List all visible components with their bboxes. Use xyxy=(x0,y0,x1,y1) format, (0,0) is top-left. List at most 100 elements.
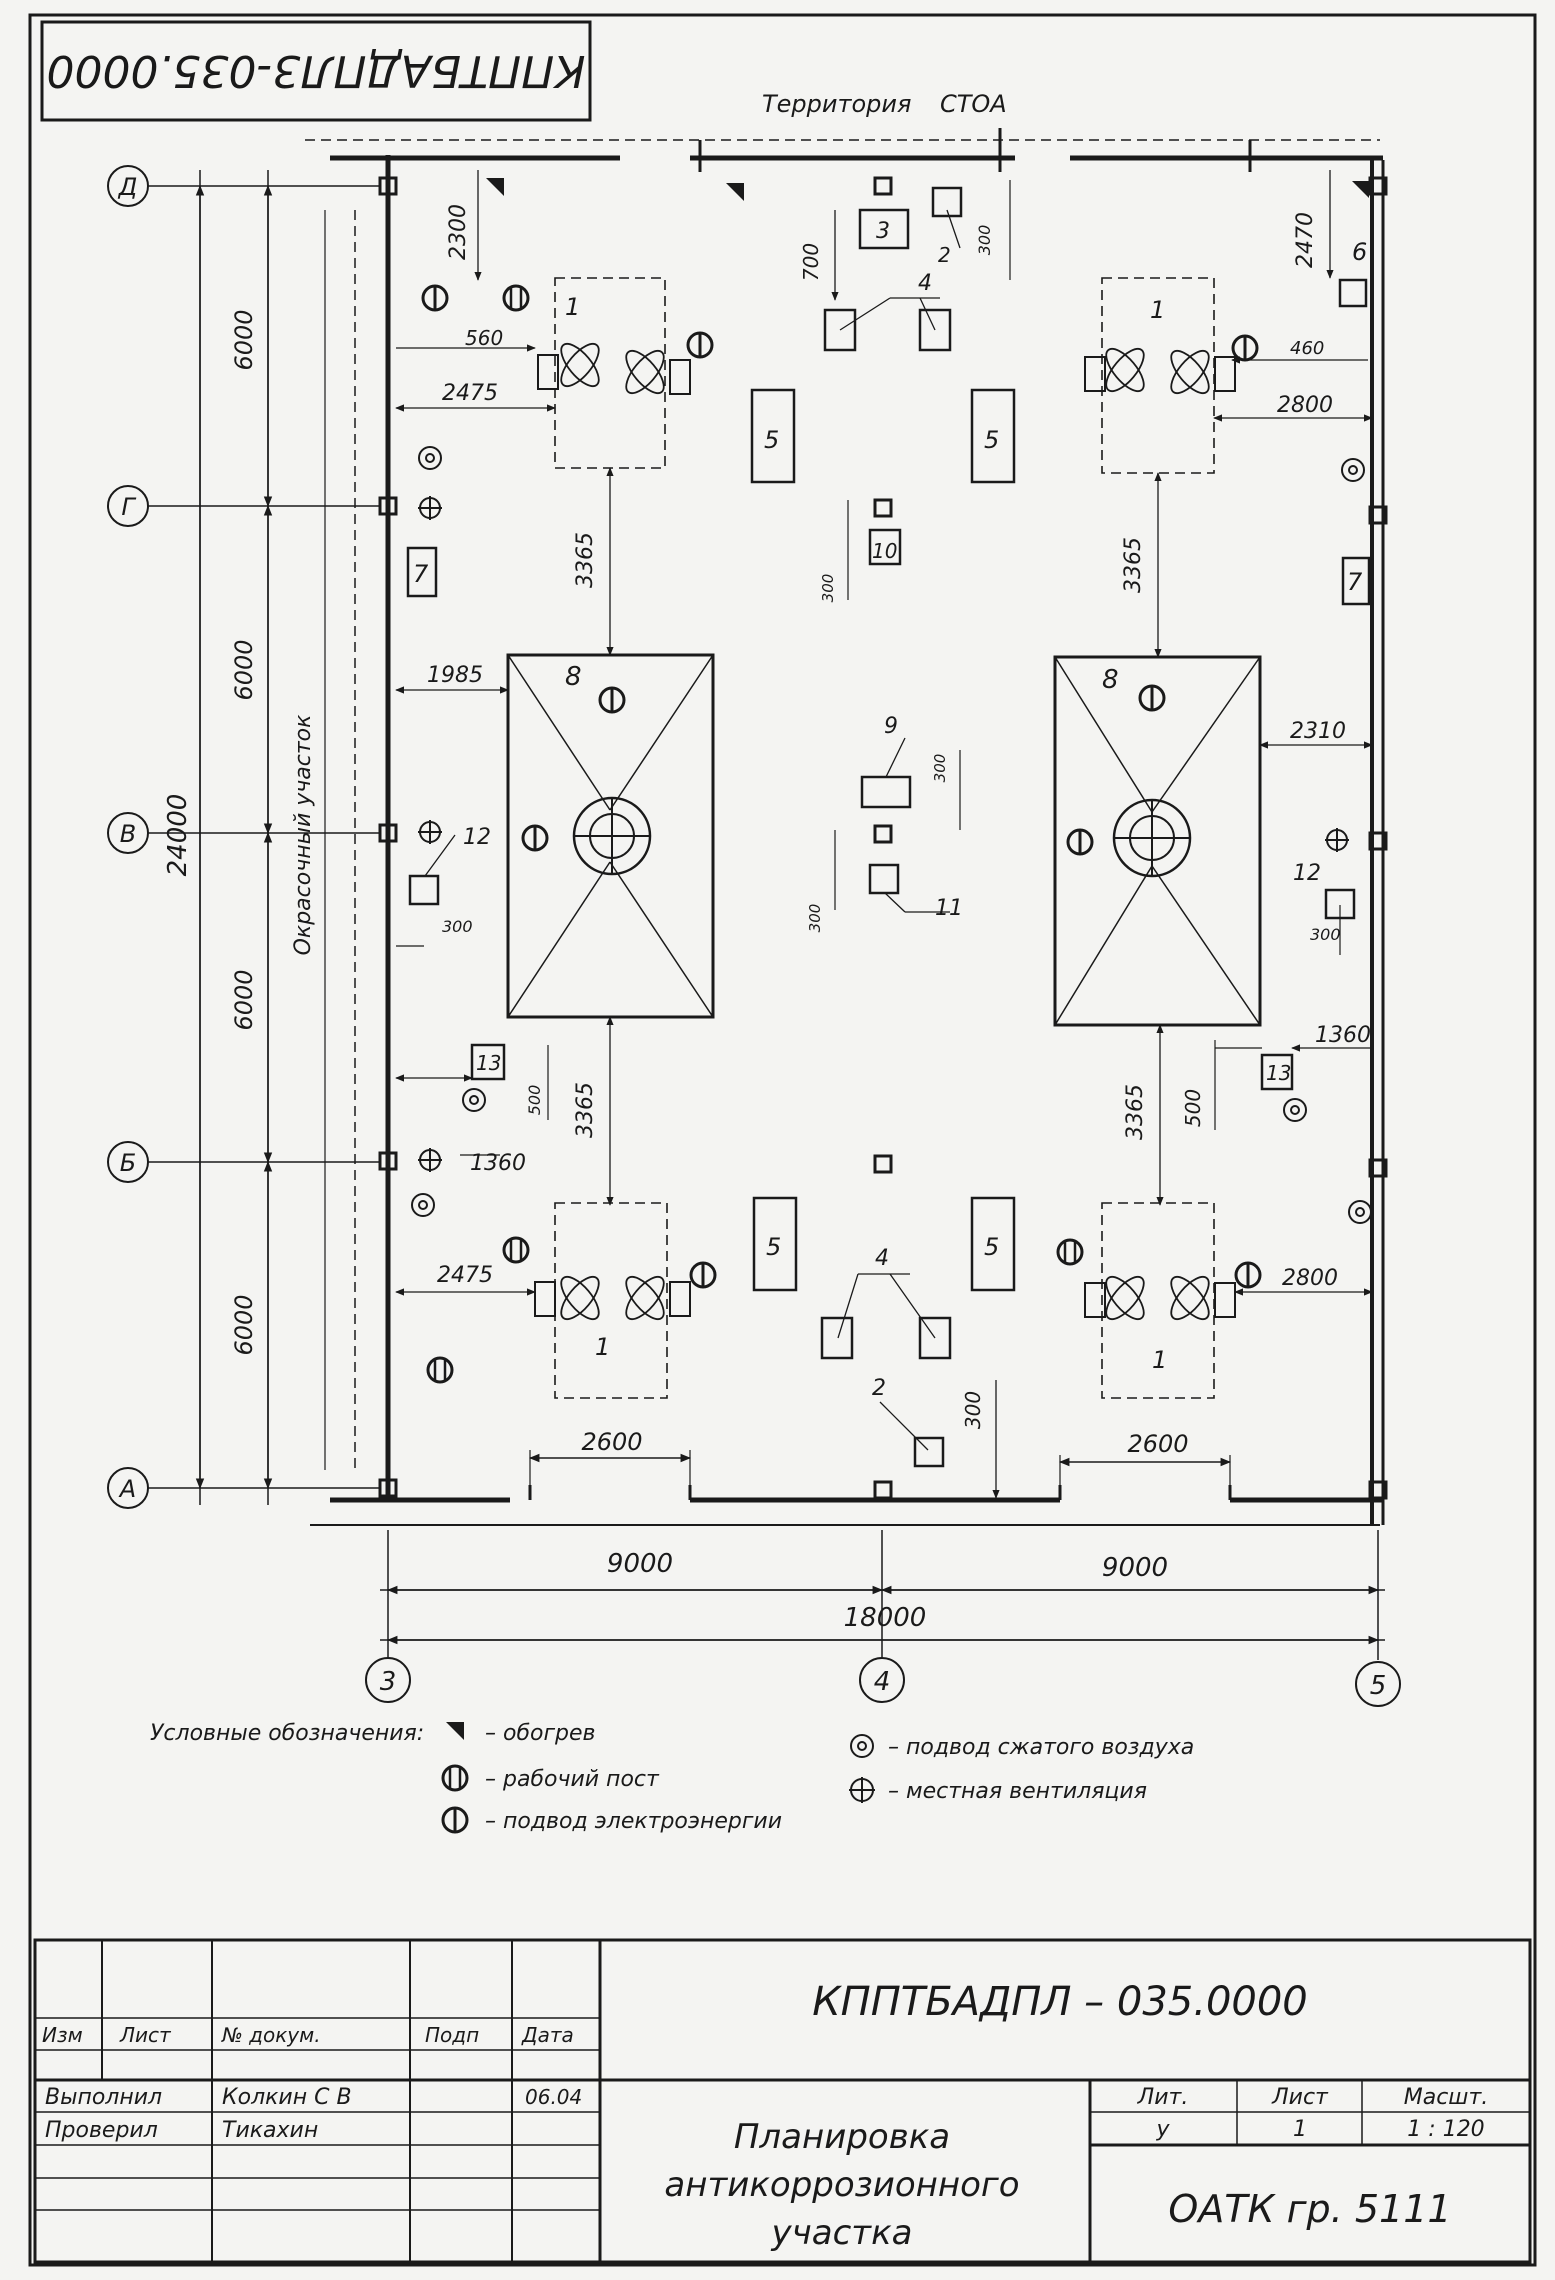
dim-6000-c: 6000 xyxy=(230,969,258,1030)
dim-500-right: 500 xyxy=(1181,1089,1205,1127)
work-post-top-right: 1 xyxy=(1084,277,1236,474)
name-done: Колкин С В xyxy=(222,2085,352,2110)
equip-5-d: 5 xyxy=(984,1233,999,1261)
dim-2600-right: 2600 xyxy=(1127,1430,1188,1458)
dim-2300: 2300 xyxy=(446,204,471,260)
role-check: Проверил xyxy=(45,2118,158,2143)
legend-title: Условные обозначения: xyxy=(150,1721,424,1746)
equip-9: 9 xyxy=(884,714,898,739)
dim-560: 560 xyxy=(465,326,503,350)
equip-6: 6 xyxy=(1352,238,1367,266)
stoa-label: СТОА xyxy=(940,90,1007,118)
col-doc: № докум. xyxy=(221,2023,321,2047)
equip-12-13-6: 12 12 13 13 6 xyxy=(408,238,1367,1091)
hdr-scale: Масшт. xyxy=(1404,2085,1489,2110)
dim-300-top: 300 xyxy=(975,225,994,256)
name-check: Тикахин xyxy=(222,2118,318,2143)
dim-18000: 18000 xyxy=(844,1603,927,1633)
building-outline xyxy=(305,128,1385,1526)
sheet-frame xyxy=(28,13,1537,2267)
col-izm: Изм xyxy=(42,2023,83,2047)
work-post-bottom-right: 1 xyxy=(1084,1202,1236,1399)
equip-7-group: 7 7 xyxy=(406,546,1371,606)
equip-2-bottom: 2 xyxy=(872,1376,886,1401)
legend-ventilation: – местная вентиляция xyxy=(888,1779,1147,1804)
equip-7-right: 7 xyxy=(1347,568,1363,596)
heating-icon xyxy=(446,1722,464,1740)
symbols-heating xyxy=(486,178,1369,201)
equip-5-c: 5 xyxy=(766,1233,781,1261)
val-sheet: 1 xyxy=(1293,2117,1307,2142)
title-block-code: КППТБАДПЛ – 035.0000 xyxy=(812,1979,1308,2025)
symbols-work-post xyxy=(426,284,1084,1384)
equip-8-left: 8 xyxy=(565,662,582,692)
equip-4-top: 4 xyxy=(918,271,932,296)
dim-1360-left: 1360 xyxy=(470,1151,526,1176)
equip-12-left: 12 xyxy=(463,825,491,850)
axis-col-5: 5 xyxy=(1370,1671,1387,1701)
col-date: Дата xyxy=(521,2023,574,2047)
val-lit: у xyxy=(1155,2117,1170,2142)
col-sign: Подп xyxy=(425,2023,479,2047)
compressed-air-icon xyxy=(850,1734,874,1758)
dim-2310: 2310 xyxy=(1290,719,1346,744)
equip-9-10-11: 9 10 11 xyxy=(860,528,963,921)
equip-1-top-right: 1 xyxy=(1150,296,1165,324)
power-icon xyxy=(441,1806,469,1834)
dim-1360-right: 1360 xyxy=(1315,1023,1371,1048)
axis-row-g: Г xyxy=(121,493,136,521)
equip-4-bottom: 4 xyxy=(875,1246,889,1271)
dim-24000: 24000 xyxy=(163,794,193,877)
painting-booth-right: 8 xyxy=(1053,655,1262,1027)
axis-col-4: 4 xyxy=(874,1667,891,1697)
ventilation-icon xyxy=(849,1777,875,1803)
axis-col-3: 3 xyxy=(380,1667,397,1697)
dim-300-10: 300 xyxy=(819,574,837,603)
dim-2600-left: 2600 xyxy=(581,1428,642,1456)
axis-row-v: В xyxy=(120,820,136,848)
work-post-bottom-left: 1 xyxy=(534,1202,691,1399)
symbols-air xyxy=(411,446,1372,1224)
work-post-top-left: 1 xyxy=(537,277,691,469)
interior-dimensions: 2300 560 2475 700 300 2470 460 2800 3365… xyxy=(395,170,1373,1499)
legend: Условные обозначения: – обогрев – рабочи… xyxy=(150,1721,1194,1834)
equip-13-left: 13 xyxy=(476,1051,501,1075)
dim-3365-tr: 3365 xyxy=(1121,537,1146,593)
dim-300-9: 300 xyxy=(931,754,949,783)
legend-power: – подвод электроэнергии xyxy=(485,1809,782,1834)
val-scale: 1 : 120 xyxy=(1407,2117,1484,2142)
legend-air: – подвод сжатого воздуха xyxy=(888,1735,1194,1760)
territory-label: Территория xyxy=(762,90,911,118)
hdr-lit: Лит. xyxy=(1137,2085,1189,2110)
equip-2-3: 3 2 2 xyxy=(858,186,963,1468)
equip-2-top: 2 xyxy=(938,243,951,267)
dim-500-left: 500 xyxy=(525,1085,544,1116)
equip-1-bottom-left: 1 xyxy=(595,1333,610,1361)
dim-2800-bottom: 2800 xyxy=(1282,1266,1338,1291)
dim-2475-bottom: 2475 xyxy=(437,1263,493,1288)
dim-6000-b: 6000 xyxy=(230,639,258,700)
date-done: 06.04 xyxy=(525,2085,582,2109)
equip-11: 11 xyxy=(935,896,963,921)
axis-row-a: А xyxy=(118,1475,136,1503)
equip-12-right: 12 xyxy=(1293,861,1321,886)
row-axes: Д Г В Б А xyxy=(107,165,380,1509)
dim-300-bottom: 300 xyxy=(961,1391,985,1429)
dim-3365-bl: 3365 xyxy=(573,1082,598,1138)
dim-300-11: 300 xyxy=(806,904,824,933)
equip-4-group: 4 4 xyxy=(820,271,952,1360)
left-dimensions: 6000 6000 6000 6000 24000 Окрасочный уча… xyxy=(163,170,326,1505)
top-stamp: КППТБАДПЛ3-035.0000 xyxy=(40,20,592,122)
dim-1985: 1985 xyxy=(427,663,483,688)
bottom-dimensions: 9000 9000 18000 2600 2600 xyxy=(380,1428,1385,1645)
org-group: ОАТК гр. 5111 xyxy=(1168,2187,1451,2231)
equip-5-b: 5 xyxy=(984,426,999,454)
symbols-power xyxy=(421,284,1262,1289)
equip-5-boxes: 5 5 5 5 xyxy=(750,388,1016,1292)
equip-1-top-left: 1 xyxy=(565,293,580,321)
drawing-title-3: участка xyxy=(771,2213,913,2253)
legend-work-post: – рабочий пост xyxy=(485,1767,660,1792)
drawing-title-2: антикоррозионного xyxy=(664,2165,1019,2205)
drawing-title-1: Планировка xyxy=(734,2117,950,2157)
